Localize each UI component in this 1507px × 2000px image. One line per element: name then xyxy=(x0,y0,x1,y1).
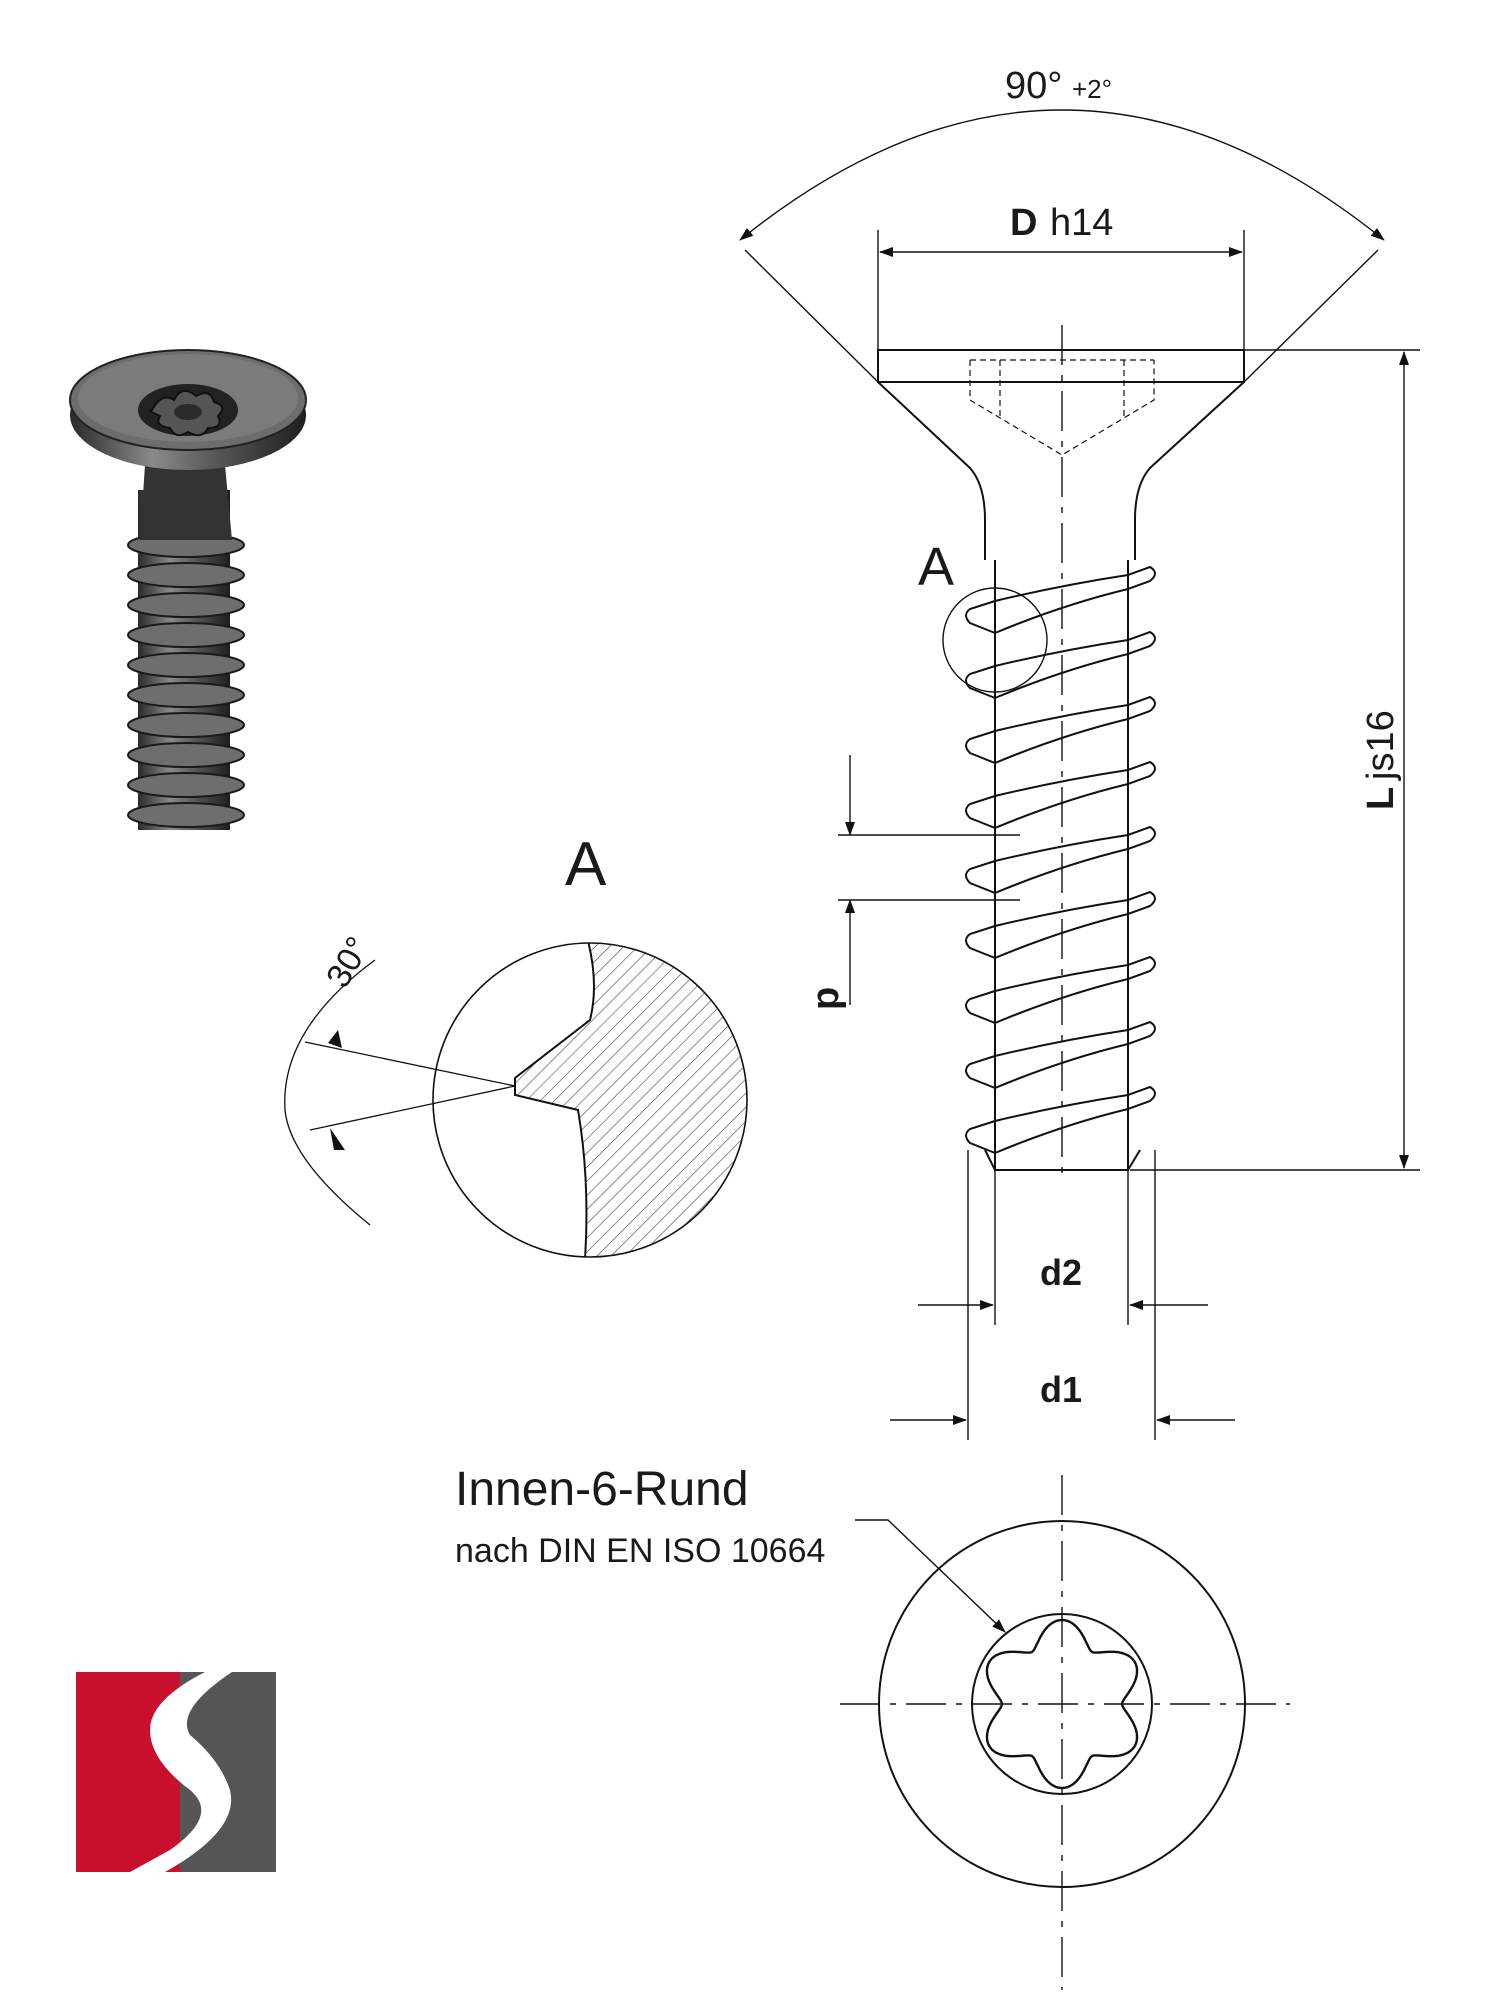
drive-standard: nach DIN EN ISO 10664 xyxy=(455,1532,825,1570)
screw-neck-render xyxy=(140,465,232,540)
screw-thread-render xyxy=(127,490,245,830)
drive-title: Innen-6-Rund xyxy=(455,1463,749,1516)
d2-symbol: d2 xyxy=(1040,1252,1082,1293)
detail-a-circle xyxy=(942,587,1048,693)
head-angle-dimension xyxy=(739,109,1385,383)
d1-dimension xyxy=(890,1150,1235,1440)
torx-recess-shape xyxy=(985,1618,1139,1790)
head-diameter-tolerance: h14 xyxy=(1050,202,1113,244)
head-angle-tolerance: +2° xyxy=(1072,74,1112,104)
d2-dimension xyxy=(918,1170,1208,1325)
company-logo xyxy=(76,1672,276,1872)
torx-recess-render xyxy=(138,384,238,437)
head-diameter-symbol: D xyxy=(1010,202,1037,244)
detail-a-view: A 30° xyxy=(284,830,748,1258)
recess-hidden-lines xyxy=(969,359,1155,456)
screw-countersink-outline xyxy=(877,381,1245,560)
length-tolerance: js16 xyxy=(1360,710,1402,781)
head-outer-circle xyxy=(878,1520,1246,1888)
detail-a-title: A xyxy=(565,830,607,899)
thread-profile xyxy=(965,565,1156,1155)
recess-circle xyxy=(971,1613,1153,1795)
screw-head-outline xyxy=(877,349,1245,383)
d1-symbol: d1 xyxy=(1040,1369,1082,1410)
detail-a-marker: A xyxy=(918,537,954,597)
screw-tip-outline xyxy=(984,1149,1141,1171)
length-dimension xyxy=(1130,349,1420,1171)
screw-3d-render xyxy=(69,349,307,830)
pitch-dimension xyxy=(838,755,1020,1005)
detail-thread-section xyxy=(514,943,747,1257)
thread-angle-label: 30° xyxy=(319,930,378,994)
drive-leader xyxy=(855,1519,1006,1633)
screw-top-view xyxy=(840,1475,1290,1990)
head-diameter-dimension xyxy=(877,230,1245,350)
head-angle-value: 90° xyxy=(1005,65,1062,107)
length-symbol: L xyxy=(1360,787,1402,810)
screw-side-view xyxy=(877,325,1245,1180)
pitch-symbol: p xyxy=(805,987,847,1010)
